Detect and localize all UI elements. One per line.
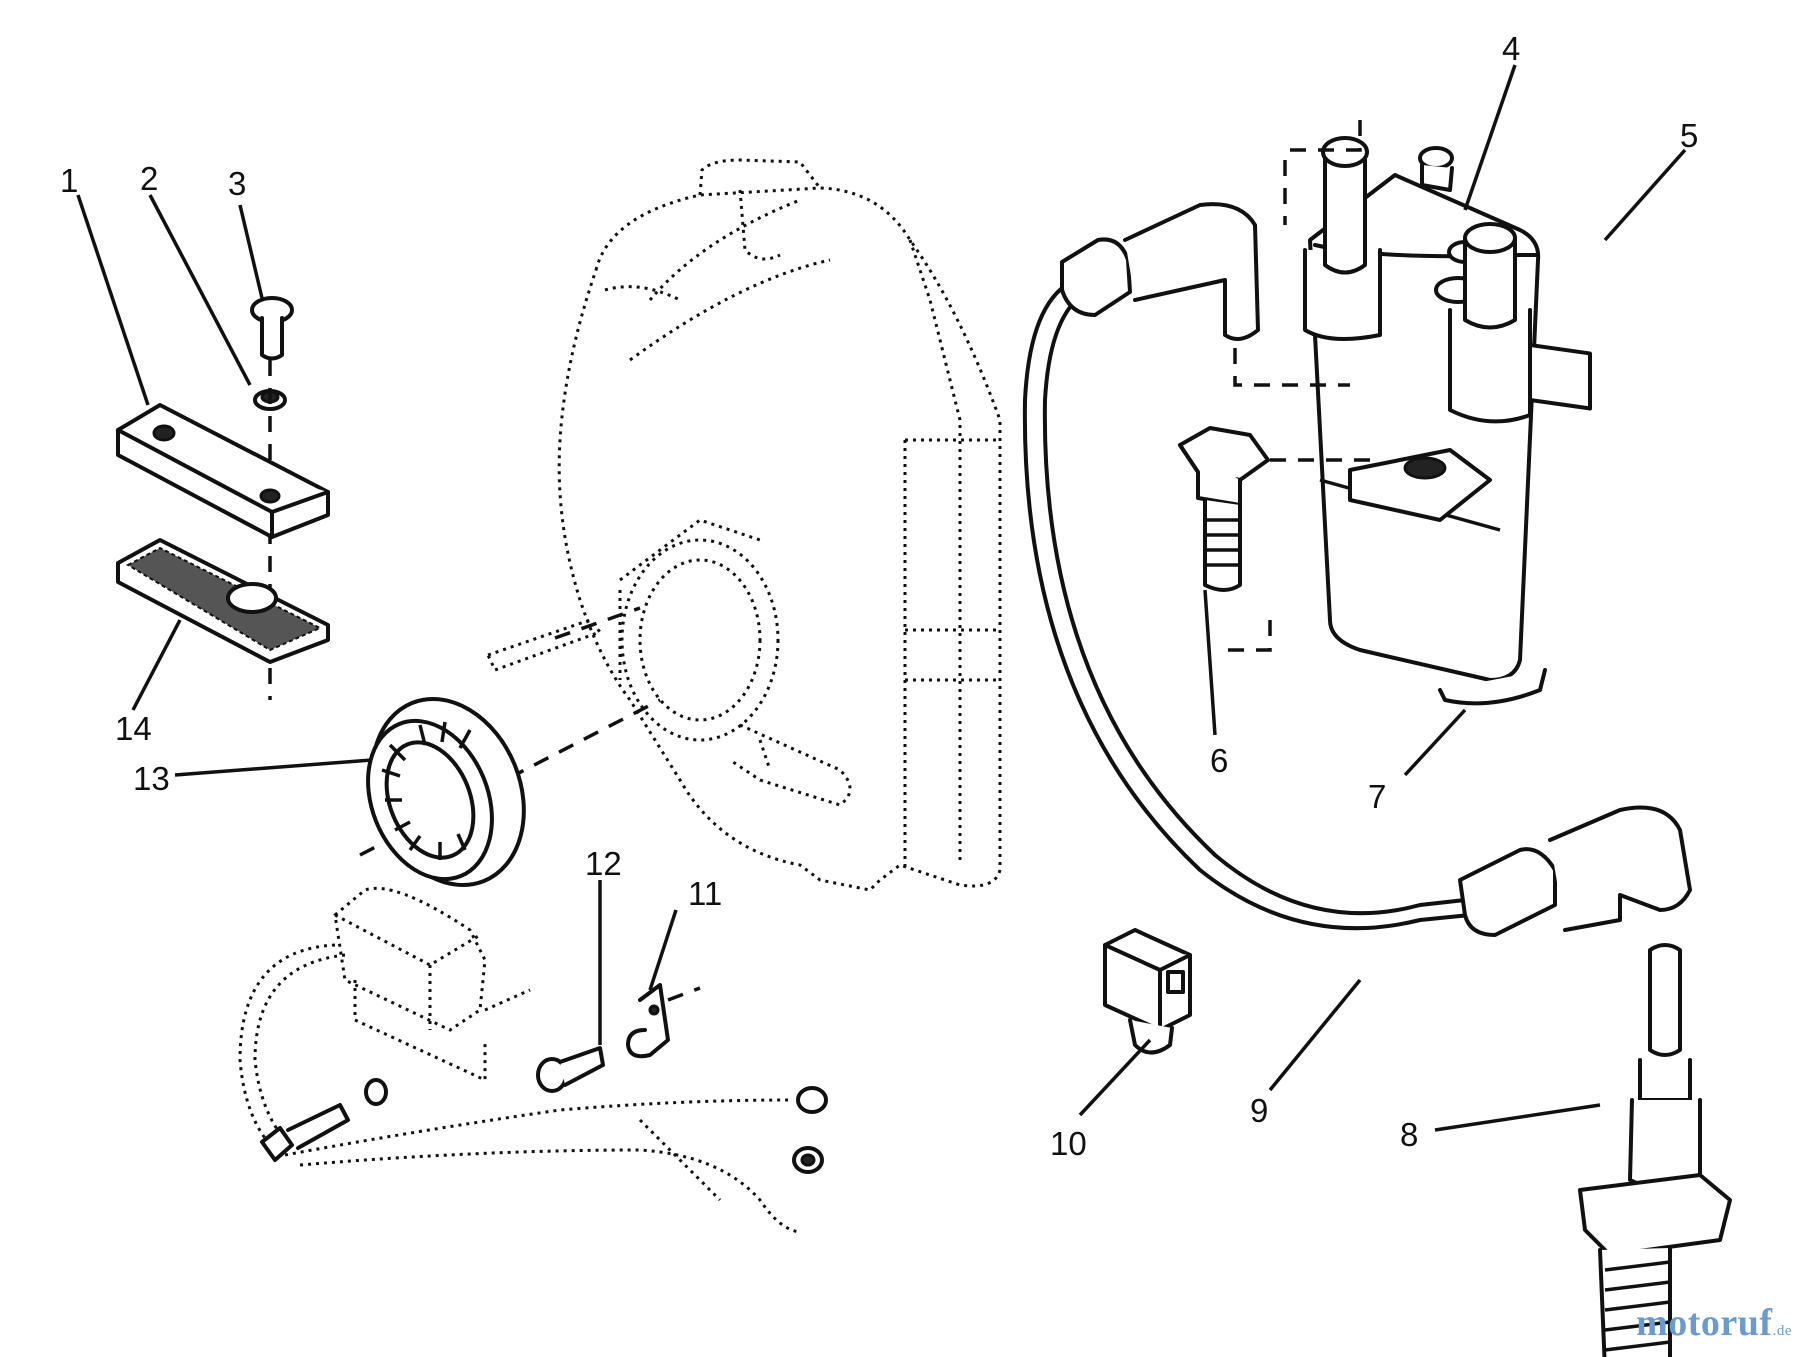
callout-5: 5 [1680,117,1698,154]
bolt-part-6 [1178,426,1270,592]
callout-13: 13 [133,760,170,797]
ignition-coil-part-5 [1303,136,1592,706]
callout-6: 6 [1210,742,1228,779]
watermark-text: motoruf [1636,1302,1773,1344]
callout-12: 12 [585,845,622,882]
plate-part-1 [116,403,330,539]
callout-7: 7 [1368,778,1386,815]
seal-part-13 [366,696,526,888]
blower-housing [485,158,1002,892]
spark-plug-part-8 [1578,943,1732,1357]
clip-part-11 [626,983,701,1059]
callout-11: 11 [688,875,722,912]
callout-14: 14 [115,710,152,747]
callout-10: 10 [1050,1125,1087,1162]
callout-3: 3 [228,165,246,202]
watermark-suffix: .de [1772,1323,1792,1339]
assembly-line-coil [1233,320,1350,387]
callout-9: 9 [1250,1092,1268,1129]
callout-8: 8 [1400,1116,1418,1153]
switch-part-10 [1103,928,1192,1055]
callout-4: 4 [1502,30,1520,67]
ignition-module [238,886,828,1234]
callout-labels: 1 2 3 4 5 6 7 8 9 10 11 12 13 14 [60,30,1698,1162]
callout-1: 1 [60,162,78,199]
bolt-part-12 [536,1046,605,1093]
spark-plug-boot [1458,805,1692,937]
screw-part-3 [250,296,294,361]
ht-lead-part-9 [1022,202,1471,931]
gasket-part-14 [116,538,330,664]
watermark-logo: motoruf.de [1636,1301,1792,1345]
leader-lines [76,64,1687,1132]
callout-2: 2 [140,160,158,197]
